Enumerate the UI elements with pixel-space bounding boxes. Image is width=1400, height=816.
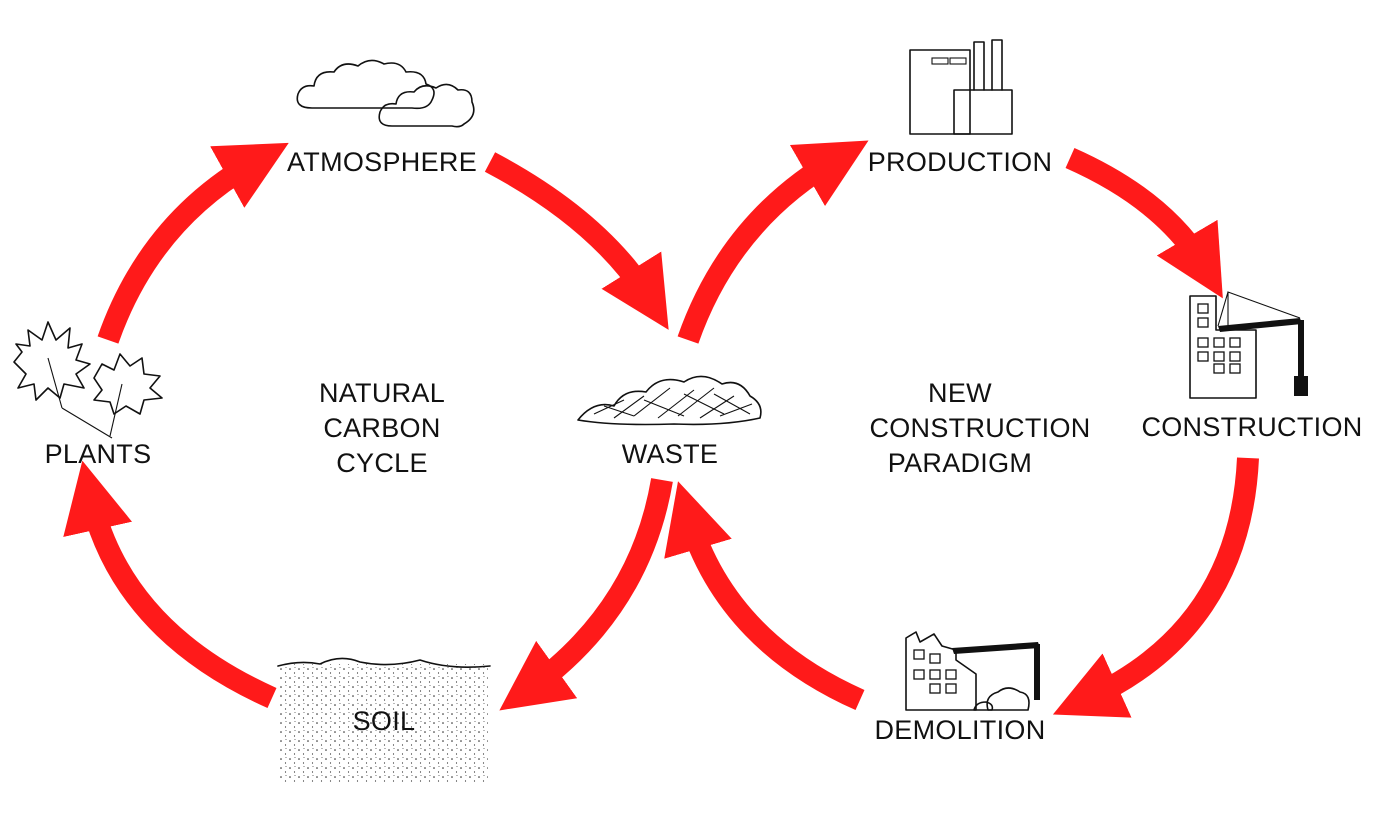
- natural-cycle-arrows: [63, 142, 673, 711]
- natural-cycle-line: CYCLE: [336, 448, 428, 478]
- natural-cycle-label: NATURAL CARBON CYCLE: [319, 378, 445, 478]
- soil-icon: [277, 657, 491, 784]
- factory-icon: [909, 39, 1013, 135]
- arrow-waste-to-production: [677, 140, 869, 344]
- building-crane-icon: [1189, 291, 1308, 399]
- construction-cycle-line: NEW: [928, 378, 992, 408]
- node-construction: CONSTRUCTION: [1141, 412, 1362, 442]
- node-atmosphere: ATMOSPHERE: [287, 147, 477, 177]
- node-waste: WASTE: [622, 439, 719, 469]
- demolition-icon: [905, 631, 1040, 711]
- node-plants: PLANTS: [45, 439, 152, 469]
- natural-cycle-line: CARBON: [323, 413, 440, 443]
- arrow-plants-to-atmosphere: [97, 142, 289, 344]
- node-production: PRODUCTION: [868, 147, 1053, 177]
- node-demolition: DEMOLITION: [874, 715, 1045, 745]
- arrow-soil-to-plants: [63, 460, 277, 709]
- arrow-construction-to-demolition: [1052, 457, 1259, 718]
- construction-cycle-line: CONSTRUCTION: [869, 413, 1090, 443]
- leaf-pile-icon: [577, 375, 762, 426]
- arrow-waste-to-soil: [499, 478, 673, 711]
- construction-cycle-label: NEW CONSTRUCTION PARADIGM: [869, 378, 1090, 478]
- arrow-demolition-to-waste: [664, 481, 865, 711]
- node-soil: SOIL: [353, 706, 416, 736]
- arrow-atmosphere-to-waste: [484, 152, 669, 330]
- construction-cycle-line: PARADIGM: [888, 448, 1032, 478]
- arrow-production-to-construction: [1065, 147, 1223, 299]
- construction-cycle-arrows: [664, 140, 1259, 718]
- leaf-icon: [13, 321, 163, 439]
- cloud-icon: [296, 59, 475, 128]
- natural-cycle-line: NATURAL: [319, 378, 445, 408]
